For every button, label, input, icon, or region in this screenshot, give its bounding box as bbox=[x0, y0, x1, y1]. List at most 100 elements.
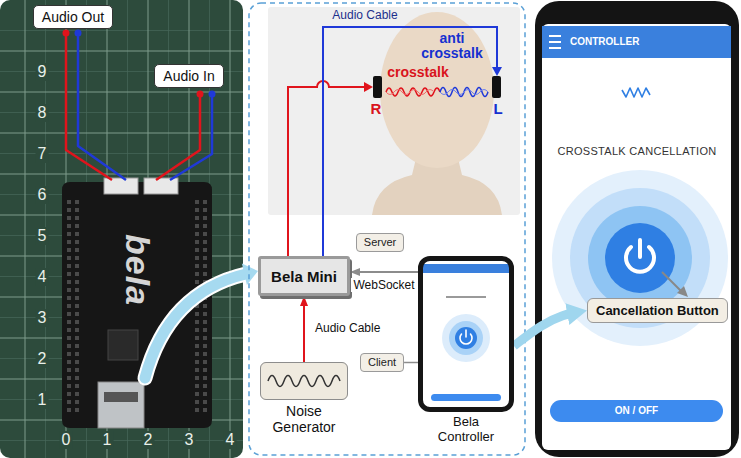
app-screenshot bbox=[622, 88, 650, 97]
listener-head bbox=[373, 76, 382, 98]
controller-phone-screen bbox=[423, 261, 509, 407]
connector bbox=[358, 271, 418, 273]
system-panel bbox=[249, 3, 525, 455]
listener-head bbox=[492, 76, 501, 98]
controller-phone-screen bbox=[423, 264, 509, 273]
node-label: ON / OFF bbox=[550, 400, 723, 422]
connector bbox=[514, 313, 573, 346]
label-box: Audio Out bbox=[33, 5, 113, 29]
channel-label: R bbox=[371, 100, 382, 117]
noise-generator-box: Noise Generator bbox=[260, 362, 348, 400]
app-screenshot bbox=[677, 286, 688, 297]
label-box: Audio In bbox=[154, 64, 223, 88]
bela-mini-board bbox=[203, 200, 207, 412]
ruler-number: 5 bbox=[36, 227, 49, 245]
system-panel bbox=[249, 3, 525, 455]
device-box: Bela Mini bbox=[258, 256, 350, 296]
bela-mini-board bbox=[144, 178, 178, 194]
app-screenshot bbox=[535, 1, 739, 457]
signal-label: crosstalk bbox=[387, 64, 448, 80]
signal-wave bbox=[386, 88, 440, 96]
zoom-arrow bbox=[145, 264, 258, 379]
ruler-number: 2 bbox=[142, 431, 155, 449]
app-screenshot bbox=[605, 223, 675, 293]
headphone-cable bbox=[323, 27, 497, 256]
audio-wire bbox=[75, 30, 82, 37]
role-tag: Client bbox=[360, 353, 404, 372]
bela-mini-board bbox=[98, 382, 144, 428]
node-label: Server bbox=[364, 236, 396, 249]
signal-wave bbox=[440, 90, 488, 95]
node-label: CROSSTALK CANCELLATION bbox=[533, 145, 741, 157]
headphone-cable bbox=[492, 67, 502, 76]
node-label: Cancellation Button bbox=[596, 303, 719, 318]
ruler-number: 1 bbox=[36, 391, 49, 409]
node-label: Client bbox=[368, 356, 396, 369]
controller-phone-screen bbox=[455, 327, 477, 349]
ruler-number: 4 bbox=[224, 431, 237, 449]
node-label: Noise Generator bbox=[259, 403, 349, 435]
edge-label: Audio Cable bbox=[313, 321, 382, 335]
audio-wire bbox=[66, 33, 112, 180]
signal-wave bbox=[386, 88, 488, 97]
ruler-number: 4 bbox=[36, 268, 49, 286]
bela-mini-board bbox=[108, 330, 138, 360]
noise-icon bbox=[260, 362, 348, 400]
app-screenshot bbox=[549, 36, 561, 48]
bela-mini-board bbox=[67, 200, 71, 412]
headphone-cable bbox=[288, 27, 502, 256]
role-tag: Server bbox=[356, 233, 404, 252]
system-panel bbox=[268, 7, 520, 215]
zoom-arrow bbox=[242, 264, 258, 285]
zoom-arrow bbox=[145, 274, 246, 378]
audio-wire bbox=[63, 30, 216, 181]
phone-screen: CROSSTALK CANCELLATION CONTROLLER Cancella… bbox=[533, 0, 741, 458]
node-label: Audio In bbox=[163, 68, 214, 84]
zoom-arrow bbox=[145, 274, 246, 378]
bela-mini-board bbox=[104, 392, 138, 402]
signal-wave bbox=[386, 90, 434, 95]
bela-mini-board bbox=[104, 178, 138, 194]
node-label: CONTROLLER bbox=[570, 26, 731, 58]
app-header: CONTROLLER bbox=[542, 26, 731, 58]
connector bbox=[303, 304, 305, 362]
ruler-number: 0 bbox=[60, 431, 73, 449]
headphone-cable bbox=[288, 81, 365, 256]
node-label: Bela Mini bbox=[271, 268, 337, 285]
controller-phone-screen bbox=[431, 394, 501, 401]
noise-icon bbox=[260, 362, 348, 400]
audio-wire bbox=[156, 94, 200, 180]
audio-wire bbox=[197, 91, 204, 98]
callout-box: Cancellation Button bbox=[587, 298, 728, 323]
node-label: Bela Controller bbox=[426, 414, 506, 444]
ruler-number: 6 bbox=[36, 186, 49, 204]
ruler-number: 8 bbox=[36, 104, 49, 122]
app-screenshot bbox=[542, 26, 731, 58]
ruler-number: 9 bbox=[36, 63, 49, 81]
cable-label: Audio Cable bbox=[332, 9, 397, 23]
audio-wire bbox=[209, 91, 216, 98]
bela-mini-board bbox=[75, 200, 79, 412]
audio-wire bbox=[63, 30, 70, 37]
signal-wave bbox=[440, 88, 488, 97]
audio-wire bbox=[170, 94, 212, 180]
edge-label: WebSocket bbox=[351, 278, 416, 292]
ruler-number: 2 bbox=[36, 350, 49, 368]
toggle-button: ON / OFF bbox=[550, 400, 723, 422]
phone-frame: Bela Controller bbox=[418, 256, 514, 412]
ruler-number: 3 bbox=[36, 309, 49, 327]
signal-label: anti crosstalk bbox=[416, 31, 488, 61]
app-screenshot bbox=[626, 240, 654, 272]
app-screenshot bbox=[588, 206, 692, 310]
cutting-mat bbox=[0, 0, 243, 458]
ruler-number: 7 bbox=[36, 145, 49, 163]
node-label: Audio Out bbox=[42, 9, 104, 25]
ruler-number: 1 bbox=[101, 431, 114, 449]
app-screenshot bbox=[542, 24, 731, 450]
cutting-mat bbox=[0, 0, 243, 458]
ruler-number: 3 bbox=[183, 431, 196, 449]
controller-phone-screen bbox=[446, 296, 486, 298]
channel-label: L bbox=[493, 100, 502, 117]
